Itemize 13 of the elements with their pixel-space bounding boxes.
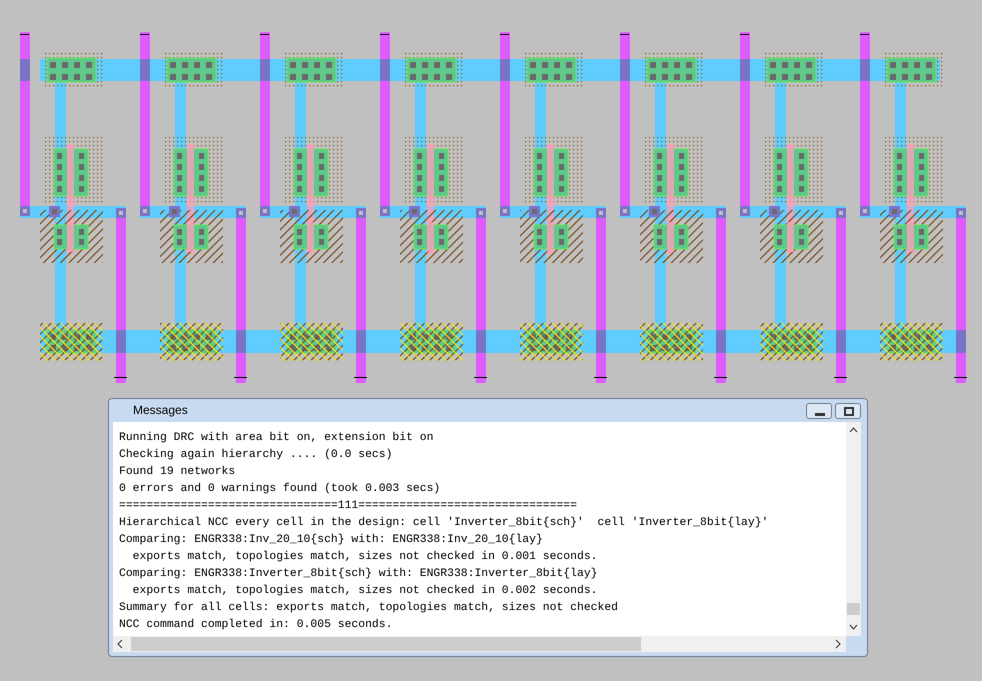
message-line: Found 19 networks xyxy=(119,465,236,479)
window-title: Messages xyxy=(133,403,188,417)
message-line: Hierarchical NCC every cell in the design: cell 'Inverter_8bit{sch}' cell 'Inverter_8bit{lay}' xyxy=(119,516,768,530)
message-line: 0 errors and 0 warnings found (took 0.003 secs) xyxy=(119,482,440,496)
message-line: Checking again hierarchy .... (0.0 secs) xyxy=(119,448,392,462)
message-line: Comparing: ENGR338:Inv_20_10{sch} with: ENGR338:Inv_20_10{lay} xyxy=(119,533,543,547)
message-line: Comparing: ENGR338:Inverter_8bit{sch} with: ENGR338:Inverter_8bit{lay} xyxy=(119,567,598,581)
message-line: exports match, topologies match, sizes not checked in 0.002 seconds. xyxy=(132,584,598,598)
message-line: exports match, topologies match, sizes not checked in 0.001 seconds. xyxy=(132,550,598,564)
message-line: Summary for all cells: exports match, topologies match, sizes not checked xyxy=(119,601,618,615)
message-line: Running DRC with area bit on, extension bit on xyxy=(119,431,434,445)
message-line: ================================111================================ xyxy=(119,499,577,513)
message-line: NCC command completed in: 0.005 seconds. xyxy=(119,618,392,632)
